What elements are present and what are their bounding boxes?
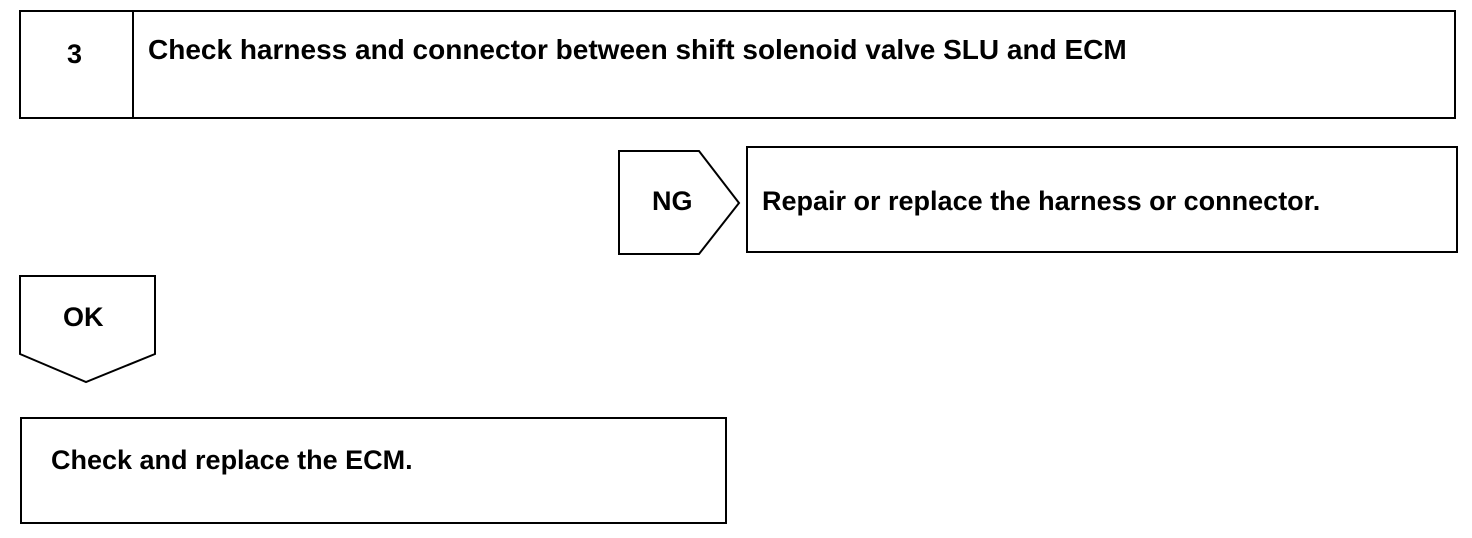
ok-label: OK [63, 302, 104, 332]
ng-label: NG [652, 186, 693, 216]
step-number: 3 [67, 39, 83, 69]
step-box: 3 Check harness and connector between sh… [19, 10, 1456, 119]
step-number-cell [21, 12, 134, 117]
ok-arrow-tag [19, 275, 156, 384]
final-action-text: Check and replace the ECM. [51, 445, 413, 475]
ng-arrow-tag [618, 150, 741, 255]
ng-action-text: Repair or replace the harness or connect… [762, 186, 1321, 216]
final-action-box: Check and replace the ECM. [20, 417, 727, 524]
ng-action-box: Repair or replace the harness or connect… [746, 146, 1458, 253]
step-title: Check harness and connector between shif… [148, 34, 1127, 65]
